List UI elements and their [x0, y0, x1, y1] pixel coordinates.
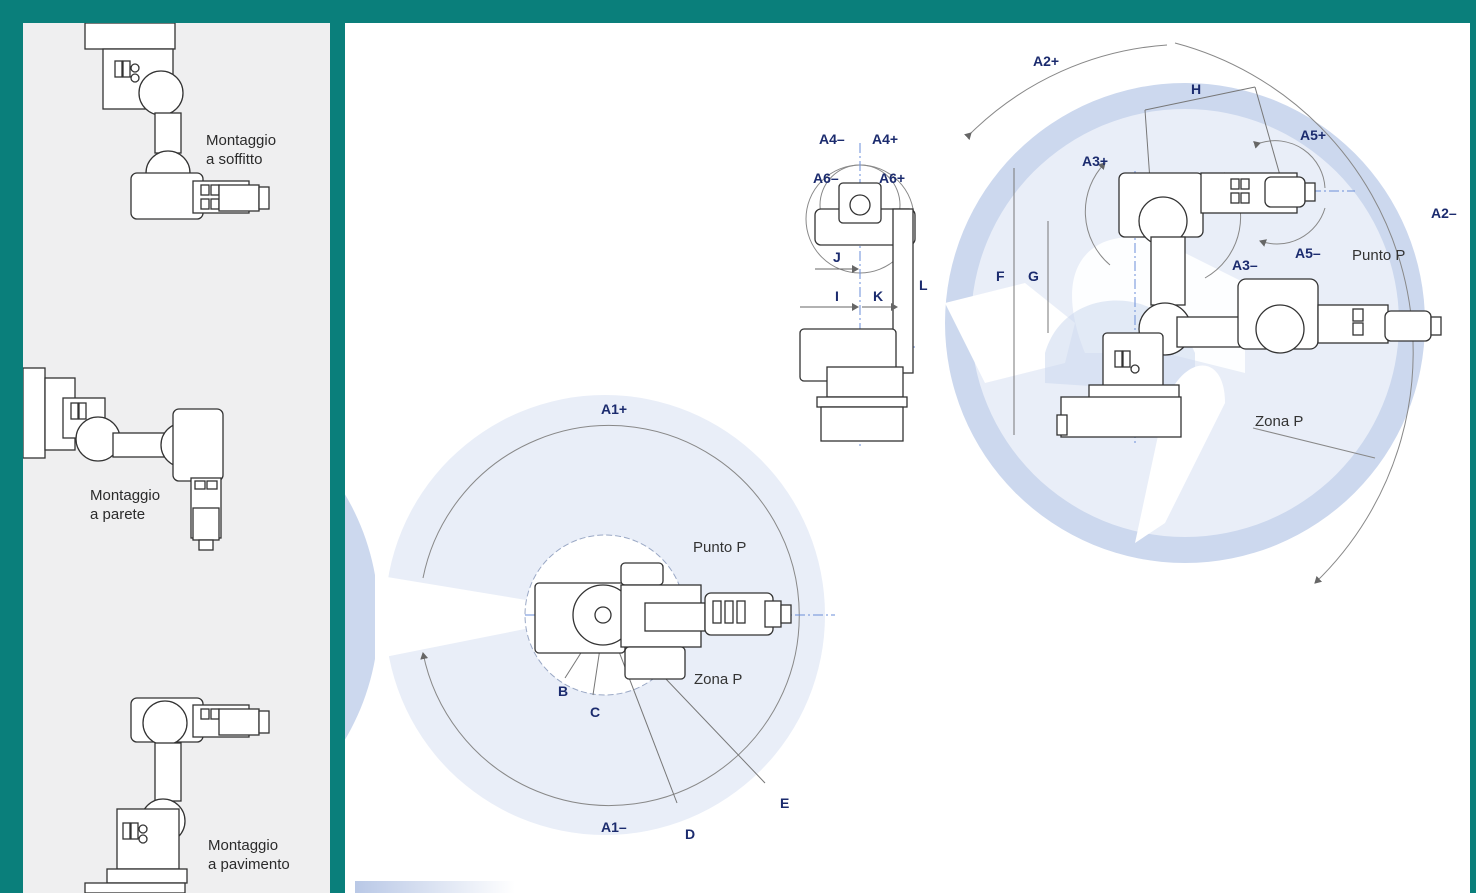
dim-j-label: J — [833, 249, 841, 265]
axis-a6-plus-label: A6+ — [879, 170, 906, 186]
dim-i-label: I — [835, 288, 839, 304]
dim-l-label: L — [919, 277, 928, 293]
dim-f-label: F — [996, 268, 1005, 284]
front-view-diagram — [799, 143, 916, 449]
ceiling-robot-drawing — [84, 23, 270, 220]
working-range-diagram — [345, 42, 1442, 835]
dim-h-label: H — [1191, 81, 1202, 97]
dim-d-label: D — [685, 826, 696, 842]
axis-a6-minus-label: A6– — [813, 170, 839, 186]
floor-robot-drawing — [84, 697, 270, 893]
axis-a2-plus-label: A2+ — [1033, 53, 1060, 69]
dim-g-label: G — [1028, 268, 1039, 284]
mounting-illustrations — [23, 23, 270, 893]
dim-b-label: B — [558, 683, 569, 699]
axis-a5-plus-label: A5+ — [1300, 127, 1327, 143]
footer-tab — [355, 881, 515, 893]
axis-a5-minus-label: A5– — [1295, 245, 1321, 261]
top-zone-p-label: Zona P — [694, 671, 743, 688]
wall-robot-drawing — [23, 367, 224, 551]
side-zone-p-label: Zona P — [1255, 413, 1304, 430]
axis-a1-plus-label: A1+ — [601, 401, 628, 417]
axis-a1-minus-label: A1– — [601, 819, 627, 835]
top-point-p-label: Punto P — [693, 539, 747, 556]
axis-a2-minus-label: A2– — [1431, 205, 1457, 221]
axis-a3-minus-label: A3– — [1232, 257, 1258, 273]
top-view-diagram — [345, 395, 835, 835]
working-range-panel: A1+ A1– B C D E Punto P Zona P A4– A4+ A… — [345, 23, 1470, 893]
axis-a4-minus-label: A4– — [819, 131, 845, 147]
side-point-p-label: Punto P — [1352, 247, 1406, 264]
side-view-diagram — [945, 42, 1442, 584]
dim-e-label: E — [780, 795, 790, 811]
axis-a4-plus-label: A4+ — [872, 131, 899, 147]
dim-c-label: C — [590, 704, 601, 720]
dim-k-label: K — [873, 288, 884, 304]
axis-a3-plus-label: A3+ — [1082, 153, 1109, 169]
